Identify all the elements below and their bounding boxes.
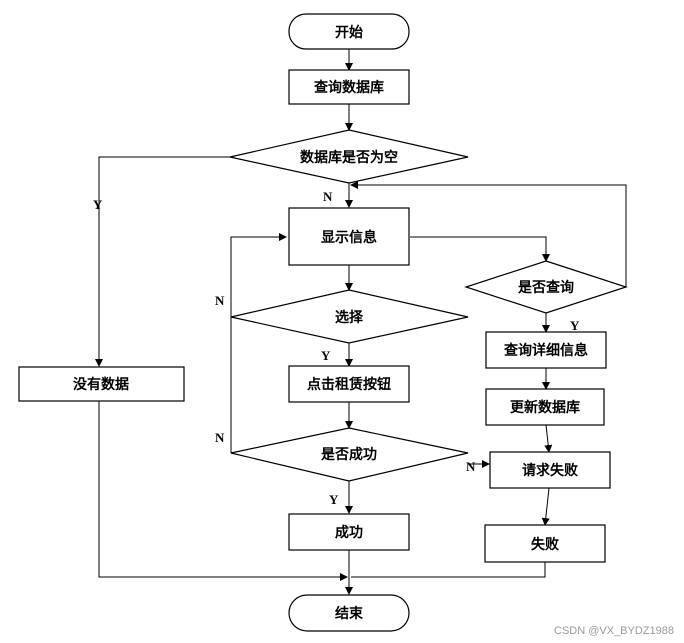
label-yes-isquery: Y <box>570 318 580 333</box>
edge-update-reqfail <box>544 424 553 453</box>
watermark: CSDN @VX_BYDZ1988 <box>554 625 674 637</box>
label-no-issuccess-loop: N <box>215 430 225 445</box>
edge-reqfail-fail <box>541 487 550 526</box>
query-db-label: 查询数据库 <box>314 79 384 96</box>
edge-dbempty-nodata <box>95 156 230 367</box>
update-db-node: 更新数据库 <box>485 388 605 426</box>
no-data-node: 没有数据 <box>18 366 185 402</box>
fail-label: 失败 <box>531 536 560 553</box>
query-db-node: 查询数据库 <box>288 69 410 105</box>
end-label: 结束 <box>335 605 364 622</box>
show-info-node: 显示信息 <box>288 207 410 266</box>
is-query-decision: 是否查询 <box>464 260 628 314</box>
request-fail-node: 请求失败 <box>489 451 611 489</box>
no-data-label: 没有数据 <box>73 376 129 393</box>
edge-isquery-back <box>350 181 627 287</box>
is-query-label: 是否查询 <box>518 279 574 296</box>
show-info-label: 显示信息 <box>321 229 377 246</box>
label-yes-nodata: Y <box>93 197 103 212</box>
db-empty-decision: 数据库是否为空 <box>229 129 469 184</box>
label-yes-select: Y <box>321 348 331 363</box>
end-node: 结束 <box>288 594 410 632</box>
start-label: 开始 <box>335 24 363 41</box>
select-label: 选择 <box>335 309 364 326</box>
click-rent-node: 点击租赁按钮 <box>288 365 410 403</box>
update-db-label: 更新数据库 <box>510 399 580 416</box>
edges <box>95 49 627 595</box>
edge-nodata-merge <box>98 401 348 581</box>
is-success-label: 是否成功 <box>321 446 377 463</box>
is-success-decision: 是否成功 <box>230 427 469 482</box>
query-detail-node: 查询详细信息 <box>485 331 607 369</box>
query-detail-label: 查询详细信息 <box>504 342 588 359</box>
click-rent-label: 点击租赁按钮 <box>307 376 391 393</box>
label-no-dbempty: N <box>323 189 333 204</box>
start-node: 开始 <box>288 13 410 50</box>
label-no-select: N <box>215 293 225 308</box>
success-label: 成功 <box>335 524 363 541</box>
select-decision: 选择 <box>230 289 469 344</box>
request-fail-label: 请求失败 <box>522 462 579 479</box>
fail-node: 失败 <box>484 524 606 563</box>
label-no-issuccess: N <box>466 459 476 474</box>
label-yes-issuccess: Y <box>329 492 339 507</box>
edge-fail-merge <box>351 562 546 578</box>
db-empty-label: 数据库是否为空 <box>300 149 398 166</box>
edge-select-back <box>230 233 287 317</box>
success-node: 成功 <box>288 513 410 551</box>
edge-show-isquery <box>410 236 550 262</box>
